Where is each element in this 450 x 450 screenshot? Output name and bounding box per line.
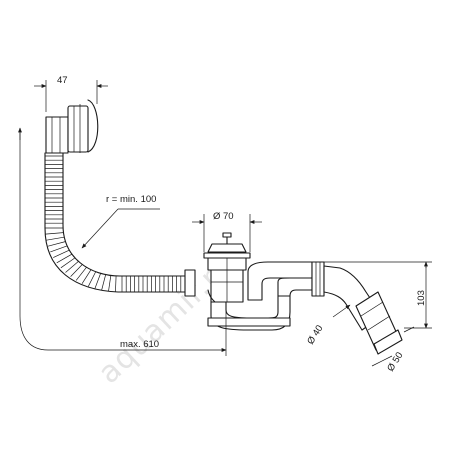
dim-103-label: 103 — [416, 290, 427, 306]
hose-rib — [53, 249, 70, 258]
dimension-height: 103 — [324, 261, 432, 329]
hose-rib — [108, 275, 112, 292]
dim-50-label: Ø 50 — [385, 350, 405, 373]
dimension-length: max. 610 — [18, 127, 227, 356]
bend-radius-label: r = min. 100 — [106, 194, 156, 205]
hose-rib — [101, 274, 106, 291]
overflow-head — [45, 99, 99, 154]
hose-rib — [56, 253, 73, 264]
hose-rib — [50, 245, 68, 253]
hose-rib — [70, 264, 83, 277]
hose-rib — [47, 241, 66, 247]
dim-70-label: Ø 70 — [213, 211, 234, 222]
dimension-overflow-width: 47 — [34, 75, 108, 112]
hose-rib — [94, 273, 101, 289]
hose-rib — [45, 232, 64, 235]
hose-rib — [81, 269, 92, 284]
corrugated-hose — [44, 152, 196, 297]
dim-47-label: 47 — [57, 75, 68, 86]
dimension-waste-diameter: Ø 70 — [192, 211, 262, 252]
bend-radius-callout: r = min. 100 — [81, 194, 160, 249]
dim-610-label: max. 610 — [120, 339, 159, 350]
hose-rib — [87, 271, 96, 287]
hose-rib — [46, 236, 65, 241]
hose-rib — [60, 257, 76, 269]
dim-40-label: Ø 40 — [305, 323, 325, 346]
trap-body — [207, 261, 403, 355]
hose-rib — [75, 267, 87, 281]
waste-outlet — [203, 232, 251, 307]
hose-rib — [115, 275, 117, 292]
hose-rib — [65, 261, 79, 273]
